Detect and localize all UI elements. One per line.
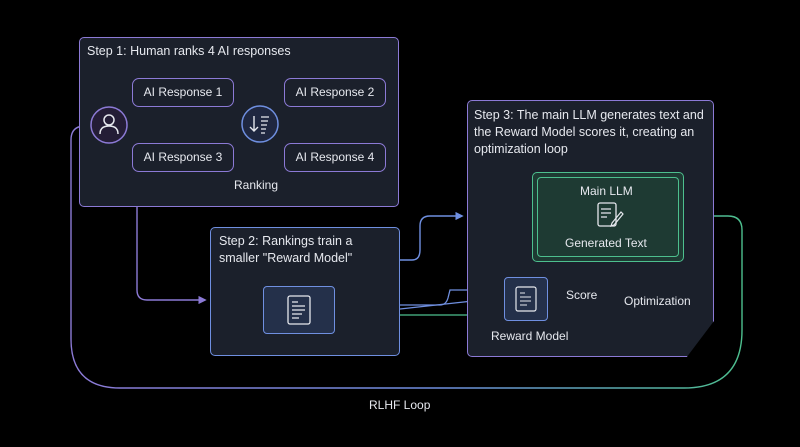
ranking-label: Ranking bbox=[234, 178, 279, 192]
ai-response-2: AI Response 2 bbox=[284, 78, 386, 107]
step3-title-line3: optimization loop bbox=[474, 142, 568, 156]
step1-title: Step 1: Human ranks 4 AI responses bbox=[87, 44, 291, 58]
step2-title-line2: smaller "Reward Model" bbox=[219, 251, 353, 265]
ai-response-3: AI Response 3 bbox=[132, 143, 234, 172]
step2-title-line1: Step 2: Rankings train a bbox=[219, 234, 353, 248]
rlhf-loop-label: RLHF Loop bbox=[369, 398, 431, 412]
step3-title-line1: Step 3: The main LLM generates text and bbox=[474, 108, 704, 122]
main-llm-box bbox=[537, 177, 679, 257]
ai-response-4: AI Response 4 bbox=[284, 143, 386, 172]
ai-response-1: AI Response 1 bbox=[132, 78, 234, 107]
rlhf-loop-line bbox=[70, 126, 743, 389]
reward-document-icon bbox=[515, 286, 537, 312]
reward-model-box bbox=[504, 277, 548, 321]
user-icon bbox=[90, 106, 128, 144]
step3-title-line2: the Reward Model scores it, creating an bbox=[474, 125, 695, 139]
sort-ranking-icon bbox=[241, 105, 279, 143]
score-label: Score bbox=[566, 288, 598, 302]
arrow-step2-to-step3 bbox=[400, 211, 464, 261]
optimization-label: Optimization bbox=[624, 294, 691, 308]
arrow-step1-to-step2 bbox=[136, 207, 207, 305]
document-icon bbox=[287, 295, 311, 325]
generated-text-label: Generated Text bbox=[565, 236, 647, 250]
step1-panel bbox=[79, 37, 399, 207]
main-llm-label: Main LLM bbox=[580, 184, 633, 198]
edit-document-icon bbox=[597, 202, 624, 227]
reward-model-label: Reward Model bbox=[491, 329, 569, 343]
